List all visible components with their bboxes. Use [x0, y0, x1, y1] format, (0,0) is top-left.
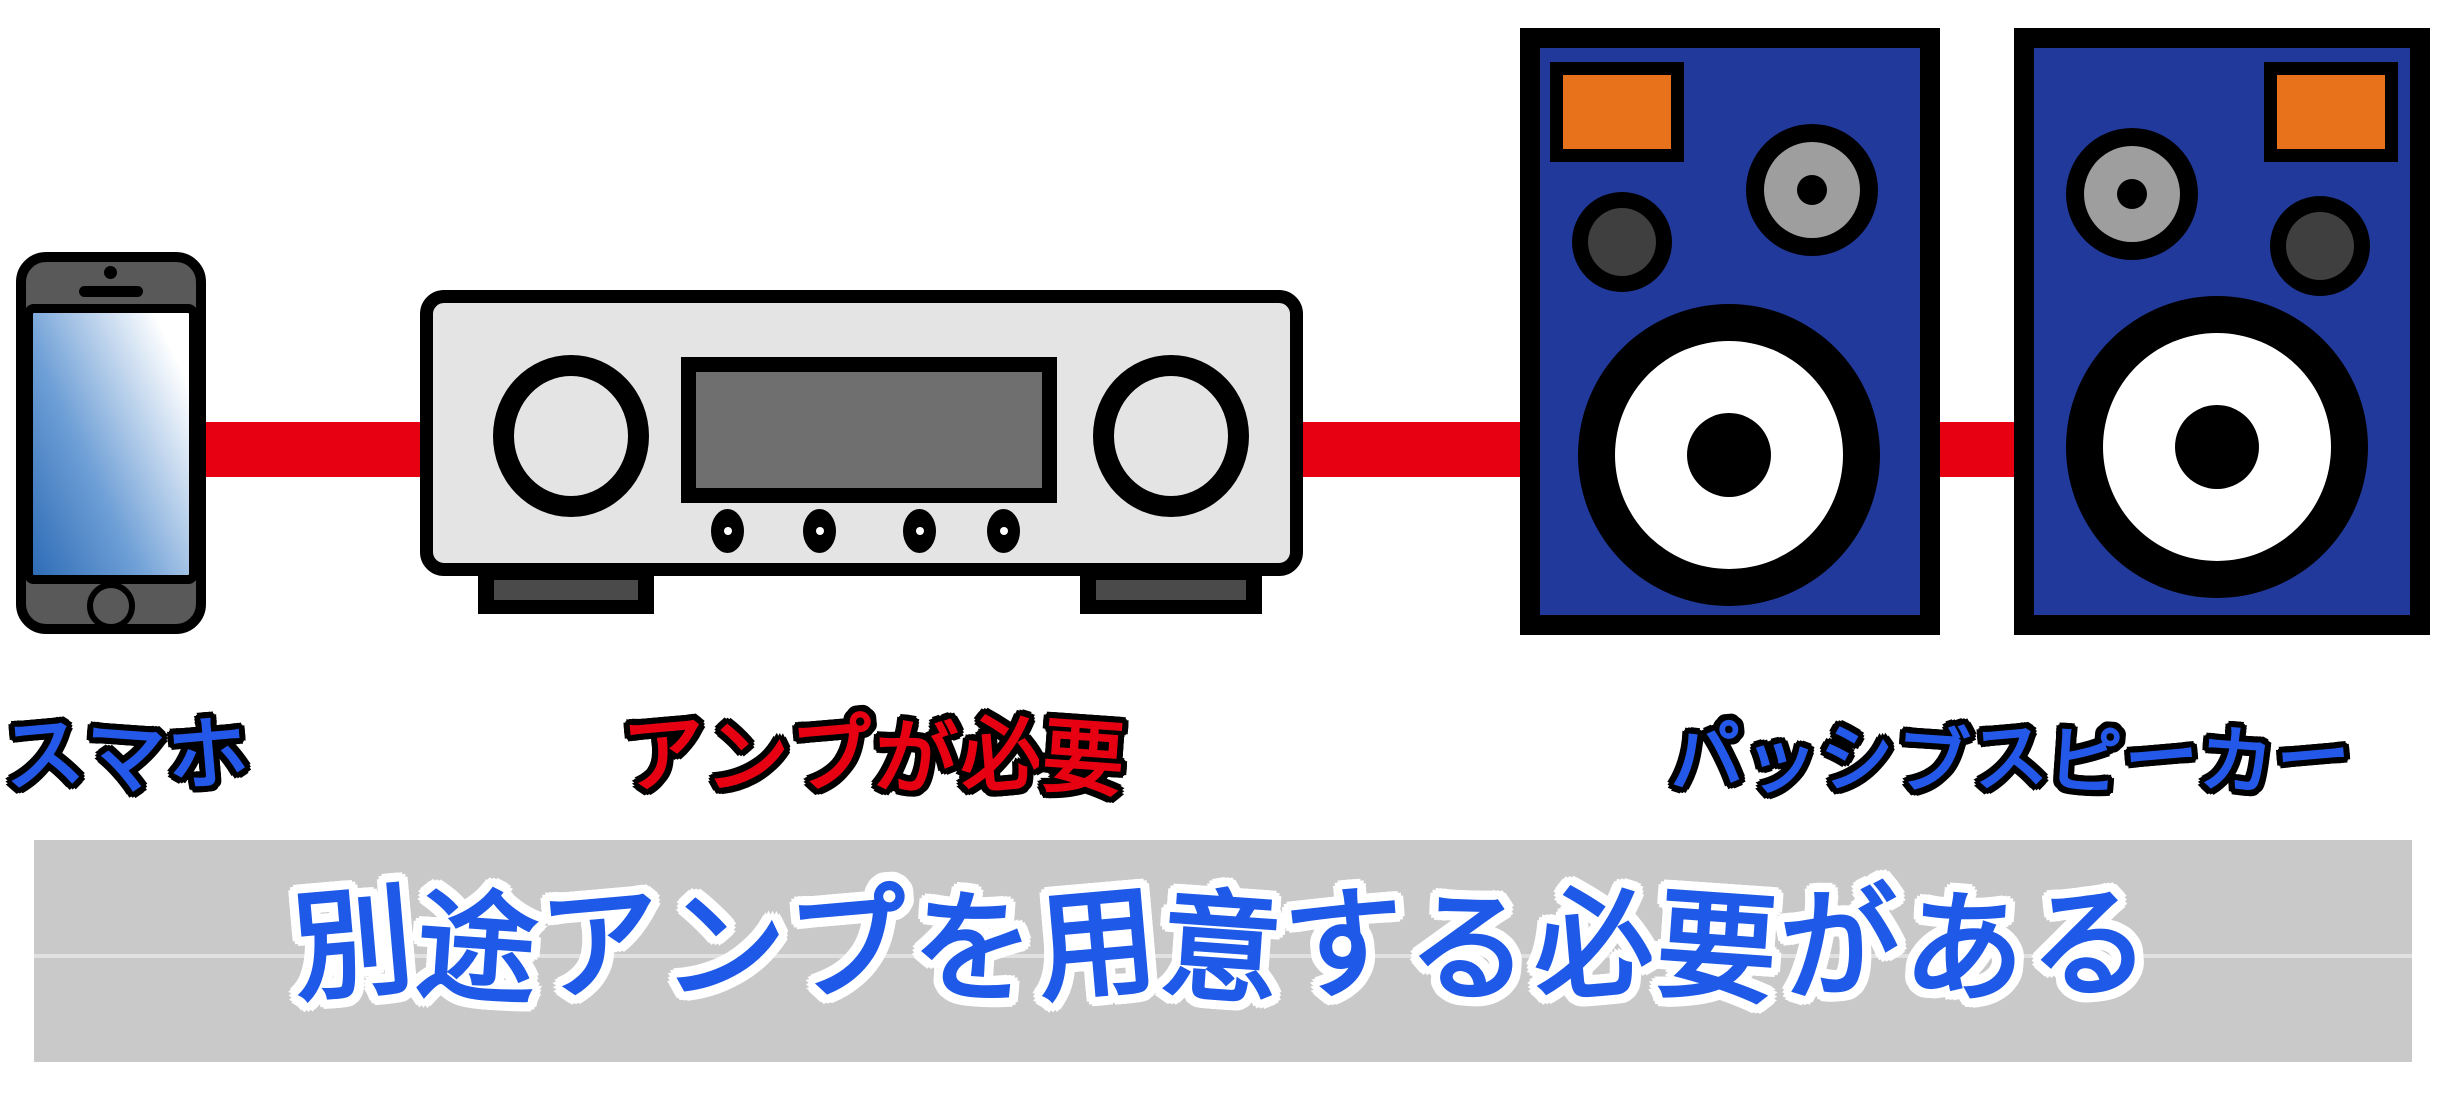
smartphone-caption: スマホ: [0, 704, 254, 808]
tweeter-cone: [1764, 142, 1860, 238]
amplifier-illustration: [420, 290, 1303, 576]
amp-button-dot: [916, 527, 924, 535]
amp-knob-left: [493, 355, 649, 517]
amp-foot-pad: [494, 580, 638, 600]
amp-button: [803, 509, 836, 553]
woofer-center-dot: [2175, 405, 2259, 489]
amp-button: [987, 509, 1020, 553]
woofer-cone: [1615, 341, 1843, 569]
phone-earpiece: [79, 286, 143, 297]
speaker-tweeter: [2066, 128, 2198, 260]
cable-phone-to-amp: [190, 422, 445, 477]
amp-knob-right: [1093, 355, 1249, 517]
amp-button: [711, 509, 744, 553]
amp-button-dot: [724, 527, 732, 535]
cable-speaker-to-speaker: [1928, 422, 2028, 477]
passive-speaker-left: [1520, 28, 1940, 635]
woofer-center-dot: [1687, 413, 1771, 497]
cable-amp-to-speaker: [1295, 422, 1535, 477]
amp-display: [681, 357, 1057, 503]
amplifier-caption: アンプが必要: [619, 704, 1130, 810]
banner-glare-line: [34, 954, 2412, 958]
amp-button-dot: [1000, 527, 1008, 535]
passive-speakers-caption: パッシブスピーカー: [1664, 711, 2356, 808]
speaker-bass-port: [2264, 62, 2398, 162]
caption-banner: 別途アンプを用意する必要がある: [34, 840, 2412, 1062]
amp-button-dot: [816, 527, 824, 535]
phone-home-button: [87, 582, 135, 630]
speaker-mid-driver: [1572, 192, 1672, 292]
speaker-mid-driver: [2270, 196, 2370, 296]
speaker-tweeter: [1746, 124, 1878, 256]
tweeter-cone: [2084, 146, 2180, 242]
amp-button: [903, 509, 936, 553]
passive-speaker-right: [2014, 28, 2430, 635]
tweeter-center-dot: [2117, 179, 2147, 209]
smartphone-illustration: [16, 252, 206, 634]
speaker-woofer: [1578, 304, 1880, 606]
phone-camera-dot: [104, 266, 117, 279]
speaker-bass-port: [1550, 62, 1684, 162]
speaker-woofer: [2066, 296, 2368, 598]
mid-driver-cone: [1588, 208, 1656, 276]
banner-text: 別途アンプを用意する必要がある: [287, 870, 2159, 1024]
mid-driver-cone: [2286, 212, 2354, 280]
amp-foot-pad: [1096, 580, 1246, 600]
phone-screen: [24, 304, 198, 584]
woofer-cone: [2103, 333, 2331, 561]
tweeter-center-dot: [1797, 175, 1827, 205]
